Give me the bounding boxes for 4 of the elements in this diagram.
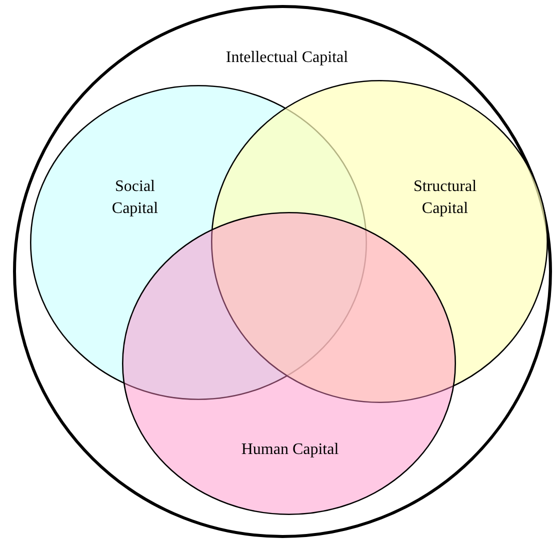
circle-label: Human Capital	[240, 440, 340, 460]
circle-label: Structural Capital	[412, 177, 478, 219]
diagram-heading: Intellectual Capital	[224, 48, 350, 68]
circle-label: Social Capital	[110, 177, 160, 219]
